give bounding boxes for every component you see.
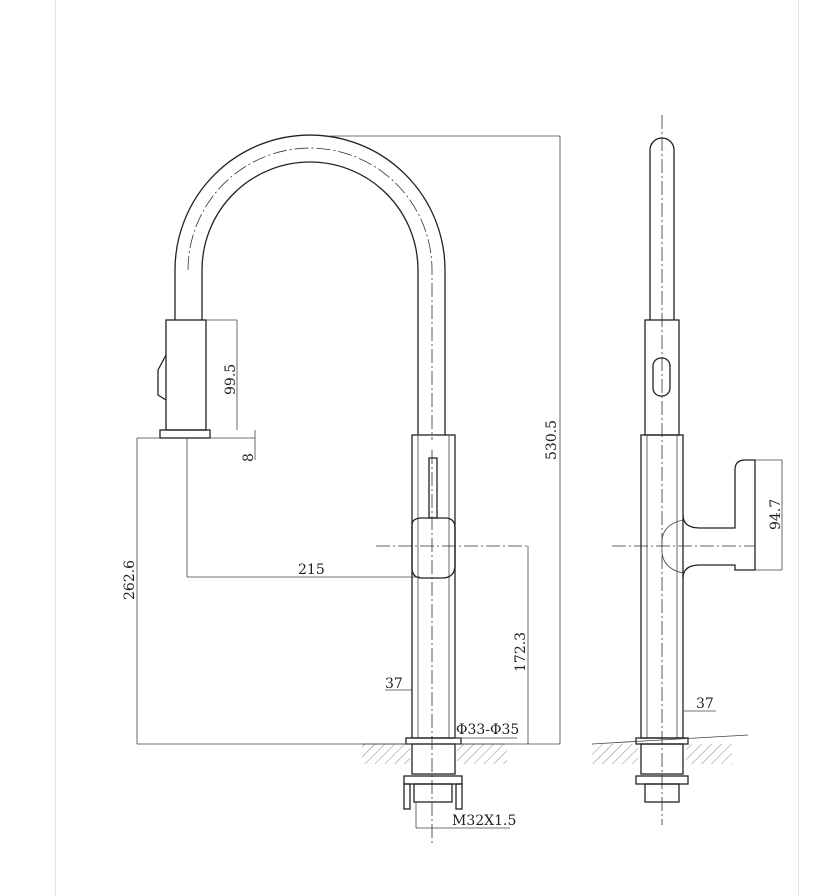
drawing-panel [55,0,799,896]
dim-total-height: 530.5 [544,420,560,460]
faucet-body [411,434,456,739]
dim-head-gap: 8 [241,453,257,462]
side-handle [682,459,756,579]
spray-button [652,357,671,397]
spout-inner [201,161,419,435]
spray-head [165,319,207,431]
side-countertop-hatch-left [592,744,638,764]
side-view: 94.7 37 [591,115,784,825]
dim-side-handle-length: 94.7 [768,499,784,530]
dim-spray-head-height: 99.5 [223,364,239,395]
countertop-hatch-right [457,744,507,764]
dim-side-body-diameter: 37 [696,696,714,712]
side-countertop-hatch-right [686,744,732,764]
front-view: 530.5 99.5 8 262.6 215 172.3 37 Φ33-Φ35 … [122,134,561,845]
dim-hole-diameter: Φ33-Φ35 [456,722,519,738]
handle [411,517,456,579]
dim-handle-height: 172.3 [513,632,529,672]
dim-thread: M32X1.5 [452,813,516,829]
dim-outlet-height: 262.6 [122,560,138,600]
spout-outer [174,134,446,435]
dim-body-diameter: 37 [385,676,403,692]
side-spout [649,137,675,320]
countertop-hatch-left [362,744,410,764]
dim-reach: 215 [298,562,325,578]
